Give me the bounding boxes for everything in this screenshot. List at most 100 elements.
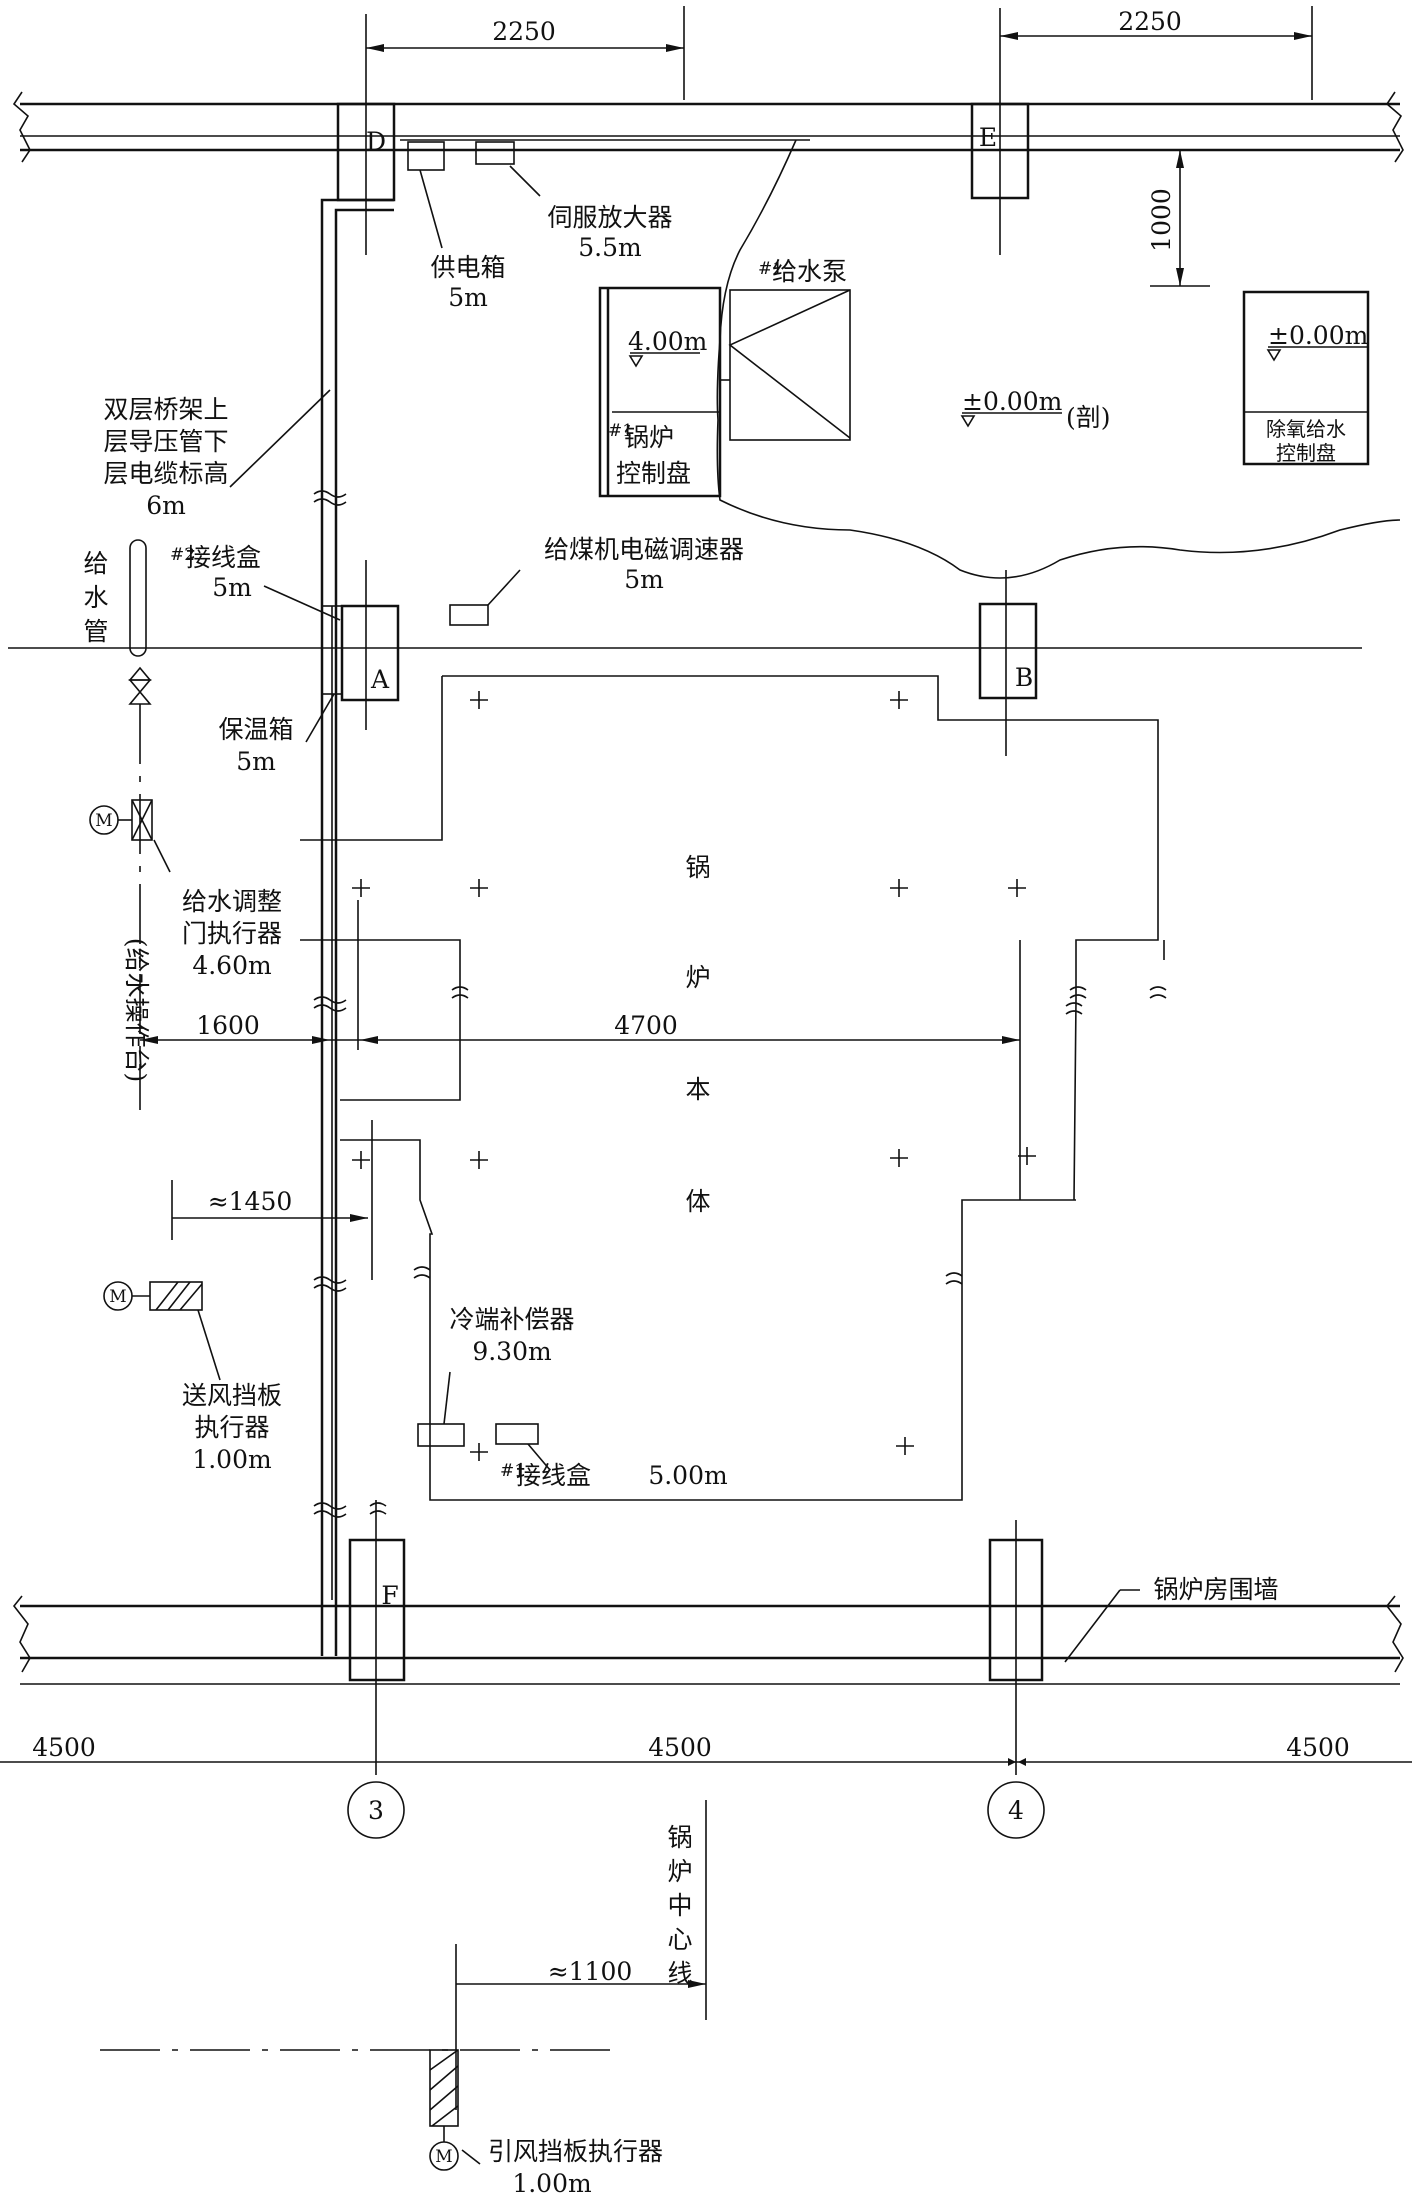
id-damper-height: 1.00m xyxy=(512,2169,592,2196)
fd-damper-line2: 执行器 xyxy=(194,1413,269,1442)
zero-note: (剖) xyxy=(1066,403,1111,432)
column-b-label: B xyxy=(1015,663,1033,692)
dim-1000-label: 1000 xyxy=(1147,188,1176,252)
pump-label: 给水泵 xyxy=(772,257,847,286)
servo-amp-label: 伺服放大器 xyxy=(547,203,672,232)
axis-4-label: 4 xyxy=(1008,1796,1024,1825)
dim-top-right xyxy=(1000,6,1313,100)
coal-feeder-regulator xyxy=(449,604,489,626)
tray-line2: 层导压管下 xyxy=(103,427,228,456)
column-e xyxy=(970,8,1030,255)
axis-circle-4 xyxy=(987,1781,1045,1839)
cold-end-compensator xyxy=(417,1423,465,1447)
level-triangle-4m xyxy=(628,355,644,368)
boiler-body-1: 锅 xyxy=(685,853,710,882)
motor-label-id: M xyxy=(435,2147,452,2167)
panel-level: 4.00m xyxy=(628,327,708,356)
dim-1000 xyxy=(1150,150,1210,287)
top-wall xyxy=(12,91,1404,163)
axis-dim-right: 4500 xyxy=(1286,1733,1350,1762)
water-pipe-symbol xyxy=(128,539,152,1110)
dim-4700-label: 4700 xyxy=(614,1011,678,1040)
level-triangle-0m xyxy=(960,415,976,428)
jbox1-height: 5.00m xyxy=(648,1461,728,1490)
jbox2-mark: #2 xyxy=(170,545,195,565)
boiler-panel-line2: 控制盘 xyxy=(616,459,691,488)
insul-box-label: 保温箱 xyxy=(218,715,293,744)
dim-1100-label: ≈1100 xyxy=(548,1957,633,1986)
column-a-label: A xyxy=(370,665,390,694)
centerline-3: 中 xyxy=(667,1891,692,1920)
cold-comp-label: 冷端补偿器 xyxy=(449,1305,574,1334)
motor-label-valve: M xyxy=(95,811,112,831)
boiler-body-2: 炉 xyxy=(685,963,710,992)
dim-2250-right: 2250 xyxy=(1118,7,1182,36)
column-f xyxy=(348,1500,406,1775)
boiler-body-outline xyxy=(340,675,1159,1501)
servo-amp-height: 5.5m xyxy=(578,233,642,262)
id-damper-label: 引风挡板执行器 xyxy=(488,2137,663,2166)
centerline-4: 心 xyxy=(667,1925,692,1954)
bottom-wall xyxy=(12,1589,1404,1685)
jbox1-label: 接线盒 xyxy=(516,1461,591,1490)
power-box-label: 供电箱 xyxy=(430,253,505,282)
junction-box-1 xyxy=(495,1423,539,1445)
jbox1-mark: #1 xyxy=(500,1461,525,1481)
plus-marks xyxy=(352,691,1036,1461)
dim-1600-4700 xyxy=(140,1036,1020,1044)
feed-pump-1 xyxy=(729,289,851,441)
id-damper-actuator xyxy=(100,1944,620,2171)
boiler-panel-line1: 锅炉 xyxy=(624,423,674,452)
water-pipe-3: 管 xyxy=(83,617,108,646)
centerline-1: 锅 xyxy=(667,1823,692,1852)
column-d-label: D xyxy=(366,127,386,156)
deaerator-line1: 除氧给水 xyxy=(1266,417,1346,441)
valve-actuator xyxy=(89,799,171,873)
tray-line3: 层电缆标高 xyxy=(103,459,228,488)
valve-act-height: 4.60m xyxy=(192,951,272,980)
dim-1450-label: ≈1450 xyxy=(208,1187,293,1216)
axis-dim-left: 4500 xyxy=(32,1733,96,1762)
boiler-body-3: 本 xyxy=(685,1075,710,1104)
junction-box-2 xyxy=(321,605,343,695)
cable-tray xyxy=(313,198,394,1656)
power-box xyxy=(407,141,445,171)
section-break-line xyxy=(716,139,1401,579)
column-f-label: F xyxy=(381,1581,398,1610)
level-triangle-deaerator xyxy=(1266,349,1282,362)
valve-act-line2: 门执行器 xyxy=(182,919,282,948)
column-4 xyxy=(988,1520,1044,1775)
boiler-panel-mark: #1 xyxy=(608,421,633,441)
wall-label: 锅炉房围墙 xyxy=(1153,1575,1278,1604)
deaerator-level: ±0.00m xyxy=(1268,321,1369,350)
axis-3-label: 3 xyxy=(368,1796,384,1825)
fd-damper-actuator xyxy=(103,1281,221,1381)
water-pipe-1: 给 xyxy=(83,549,108,578)
feeder-label: 给煤机电磁调速器 xyxy=(544,535,744,564)
feeder-height: 5m xyxy=(624,565,664,594)
centerline-5: 线 xyxy=(667,1959,692,1988)
axis-circle-3 xyxy=(347,1781,405,1839)
deaerator-control-panel xyxy=(1242,290,1370,466)
column-e-label: E xyxy=(979,123,997,152)
servo-amplifier xyxy=(475,141,515,165)
jbox2-height: 5m xyxy=(212,573,252,602)
tray-line1: 双层桥架上 xyxy=(103,395,228,424)
dim-1100 xyxy=(456,1980,706,1988)
pump-mark: #1 xyxy=(758,259,783,279)
power-box-height: 5m xyxy=(448,283,488,312)
fd-damper-line1: 送风挡板 xyxy=(182,1381,282,1410)
boiler-control-panel-1 xyxy=(598,286,722,498)
jbox2-label: 接线盒 xyxy=(186,543,261,572)
cold-comp-height: 9.30m xyxy=(472,1337,552,1366)
deaerator-line2: 控制盘 xyxy=(1276,441,1336,465)
valve-act-line1: 给水调整 xyxy=(182,887,282,916)
tray-leader xyxy=(229,389,331,488)
motor-label-fd: M xyxy=(109,1287,126,1307)
axis-dim-mid: 4500 xyxy=(648,1733,712,1762)
water-pipe-2: 水 xyxy=(83,583,108,612)
column-a xyxy=(340,560,400,730)
dim-2250-left: 2250 xyxy=(492,17,556,46)
zero-level: ±0.00m xyxy=(962,387,1063,416)
